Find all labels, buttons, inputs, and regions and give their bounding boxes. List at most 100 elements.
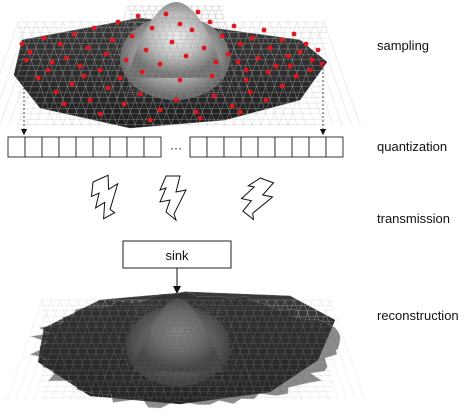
sample-point <box>197 115 203 121</box>
sample-point <box>285 53 291 59</box>
quantization-register <box>7 136 344 158</box>
sink-box <box>122 240 232 269</box>
sample-point <box>169 39 175 45</box>
sample-point <box>91 25 97 31</box>
sample-point <box>23 57 29 63</box>
sample-point <box>183 53 189 59</box>
sample-point <box>157 61 163 67</box>
sample-point <box>287 63 293 69</box>
sample-point <box>121 101 127 107</box>
sample-point <box>279 37 285 43</box>
lightning-bolt-icon <box>240 177 275 221</box>
sampled-surface <box>0 2 361 129</box>
sample-point <box>163 11 169 17</box>
sample-point <box>53 89 59 95</box>
sample-point <box>225 51 231 57</box>
sample-point <box>247 89 253 95</box>
sample-point <box>57 41 63 47</box>
quantization-cell <box>41 136 60 158</box>
sample-point <box>115 19 121 25</box>
quantization-cell <box>109 136 128 158</box>
sample-point <box>211 93 217 99</box>
sample-point <box>237 41 243 47</box>
sample-point <box>219 33 225 39</box>
lightning-bolt-icon <box>159 175 187 222</box>
sample-point <box>19 41 25 47</box>
sample-point <box>263 97 269 103</box>
quantization-cell <box>308 136 327 158</box>
sample-point <box>307 67 313 73</box>
sample-point <box>229 103 235 109</box>
transmission-signals <box>90 174 275 222</box>
quantization-cell <box>92 136 111 158</box>
sample-point <box>135 13 141 19</box>
sample-point <box>157 107 163 113</box>
sample-point <box>237 109 243 115</box>
sample-point <box>27 49 33 55</box>
quantization-cell <box>143 136 162 158</box>
sample-point <box>105 85 111 91</box>
quantization-cell <box>126 136 145 158</box>
quantization-cell <box>325 136 344 158</box>
sample-point <box>63 55 69 61</box>
quantization-cell <box>291 136 310 158</box>
quantization-cell <box>274 136 293 158</box>
quantization-cell <box>240 136 259 158</box>
sample-point <box>267 45 273 51</box>
sample-point <box>71 31 77 37</box>
sample-point <box>35 75 41 81</box>
sample-point <box>315 47 321 53</box>
sample-point <box>139 69 145 75</box>
sample-point <box>201 45 207 51</box>
sample-point <box>97 111 103 117</box>
sample-point <box>207 19 213 25</box>
sample-point <box>195 9 201 15</box>
sample-point <box>261 27 267 33</box>
sample-point <box>177 21 183 27</box>
sample-point <box>309 57 315 63</box>
sample-point <box>303 41 309 47</box>
sample-point <box>147 117 153 123</box>
sample-points <box>19 9 325 123</box>
sample-point <box>81 73 87 79</box>
sample-point <box>189 27 195 33</box>
sample-point <box>291 31 297 37</box>
sample-point <box>61 101 67 107</box>
sample-point <box>49 59 55 65</box>
stage-label-quantization: quantization <box>377 139 448 154</box>
sample-point <box>123 57 129 63</box>
sample-point <box>243 77 249 83</box>
sample-point <box>213 59 219 65</box>
quantization-cell <box>75 136 94 158</box>
sample-point <box>149 25 155 31</box>
quantization-cell <box>189 136 208 158</box>
stage-label-transmission: transmission <box>377 211 450 226</box>
sample-point <box>173 97 179 103</box>
sample-point <box>265 69 271 75</box>
sample-point <box>177 77 183 83</box>
stage-label-reconstruction: reconstruction <box>377 308 459 323</box>
sample-point <box>209 73 215 79</box>
sample-point <box>103 51 109 57</box>
sample-point <box>129 33 135 39</box>
stage-label-sampling: sampling <box>377 38 430 53</box>
sample-point <box>117 75 123 81</box>
sample-point <box>69 81 75 87</box>
quantization-cell <box>257 136 276 158</box>
sample-point <box>77 63 83 69</box>
quantization-cell <box>206 136 225 158</box>
sample-point <box>249 35 255 41</box>
sample-point <box>193 109 199 115</box>
sample-point <box>231 23 237 29</box>
sink-label: sink <box>165 248 189 263</box>
sample-point <box>297 49 303 55</box>
sample-point <box>143 47 149 53</box>
sample-point <box>87 97 93 103</box>
sample-point <box>273 63 279 69</box>
sample-point <box>255 55 261 61</box>
sample-point <box>137 91 143 97</box>
sample-point <box>109 37 115 43</box>
sample-point <box>235 59 241 65</box>
